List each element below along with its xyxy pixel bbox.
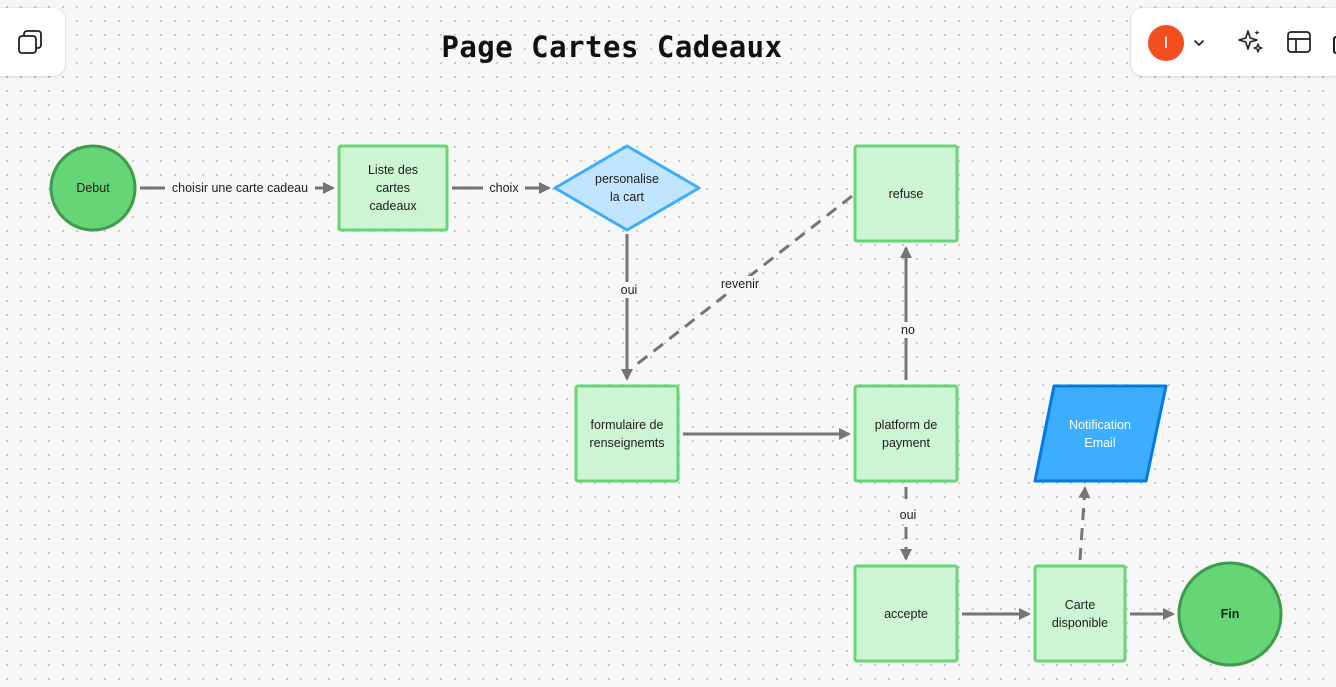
node-carte-label: Carte disponible (1051, 597, 1109, 630)
node-formulaire[interactable] (574, 384, 680, 483)
edge-label-no: no (894, 322, 922, 338)
node-personalise[interactable] (553, 144, 701, 232)
edge-label-choix: choix (483, 180, 525, 196)
edge-label-oui-1: oui (614, 282, 644, 298)
node-accepte[interactable] (853, 564, 959, 663)
page-title: Page Cartes Cadeaux (441, 30, 783, 64)
edge-label-revenir: revenir (715, 276, 765, 292)
toolbar-left-panel (0, 8, 65, 76)
edge-refuse-formulaire[interactable] (635, 194, 853, 367)
node-refuse-label: refuse (888, 186, 924, 201)
node-accepte-label: accepte (884, 606, 928, 621)
ai-sparkle-icon[interactable] (1236, 27, 1266, 57)
node-notification[interactable] (1033, 384, 1168, 483)
edge-label-choisir: choisir une carte cadeau (165, 180, 315, 196)
edge-label-oui-2: oui (893, 507, 923, 523)
chevron-down-icon[interactable] (1192, 36, 1206, 50)
node-fin[interactable] (1177, 561, 1283, 667)
edge-tool-icon[interactable] (1333, 36, 1336, 54)
node-liste[interactable] (337, 144, 449, 232)
node-debut-label: Debut (76, 181, 110, 195)
node-formulaire-label: formulaire de renseignemts (589, 417, 665, 450)
layers-icon[interactable] (16, 28, 44, 56)
node-liste-label: Liste des cartes cadeaux (367, 163, 419, 213)
edge-carte-notification[interactable] (1078, 486, 1091, 561)
avatar[interactable]: I (1148, 25, 1184, 61)
node-platform[interactable] (853, 384, 959, 483)
node-fin-label: Fin (1220, 607, 1240, 621)
node-personalise-label: personalise la cart (595, 172, 659, 204)
layout-icon[interactable] (1285, 28, 1313, 56)
node-carte[interactable] (1033, 564, 1127, 663)
node-debut[interactable] (49, 144, 137, 232)
node-platform-label: platform de payment (874, 417, 938, 450)
node-notification-label: Notification Email (1069, 417, 1131, 450)
node-refuse[interactable] (853, 144, 959, 243)
